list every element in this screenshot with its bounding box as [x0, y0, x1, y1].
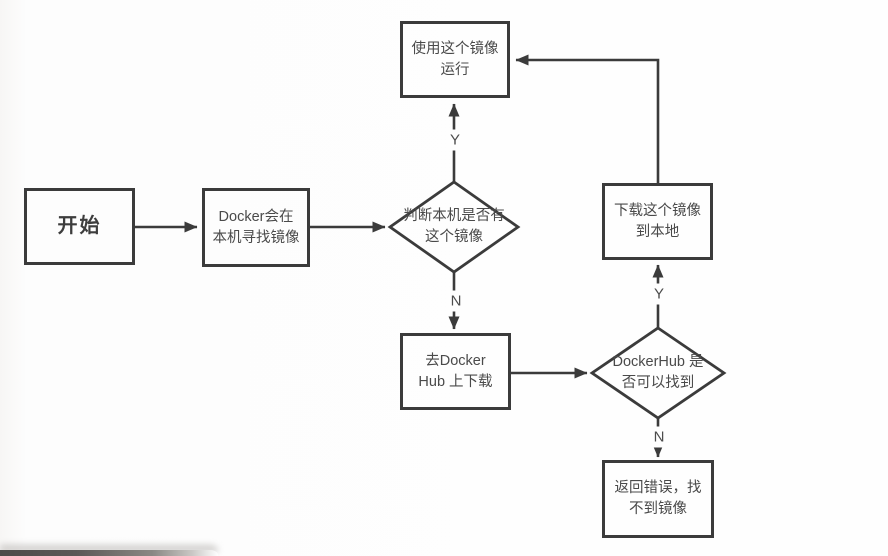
- node-find-local: Docker会在 本机寻找镜像: [202, 188, 310, 267]
- node-run-image: 使用这个镜像 运行: [400, 21, 510, 98]
- edge-label-check-hub-no: N: [651, 426, 667, 448]
- edge-label-check-local-yes: Y: [447, 129, 463, 151]
- node-check-local-label: 判断本机是否有 这个镜像: [403, 208, 505, 245]
- edge-label-check-hub-yes: Y: [651, 283, 667, 305]
- node-check-hub-label: DockerHub 是 否可以找到: [612, 354, 704, 391]
- node-return-error: 返回错误，找 不到镜像: [602, 460, 714, 538]
- node-download-local: 下载这个镜像 到本地: [602, 183, 713, 260]
- node-start: 开始: [24, 188, 135, 265]
- edge-label-check-local-no: N: [448, 290, 464, 312]
- edge-download-to-run: [515, 54, 660, 183]
- screen-edge-artifact: [0, 550, 218, 556]
- node-go-hub: 去Docker Hub 上下载: [400, 333, 511, 410]
